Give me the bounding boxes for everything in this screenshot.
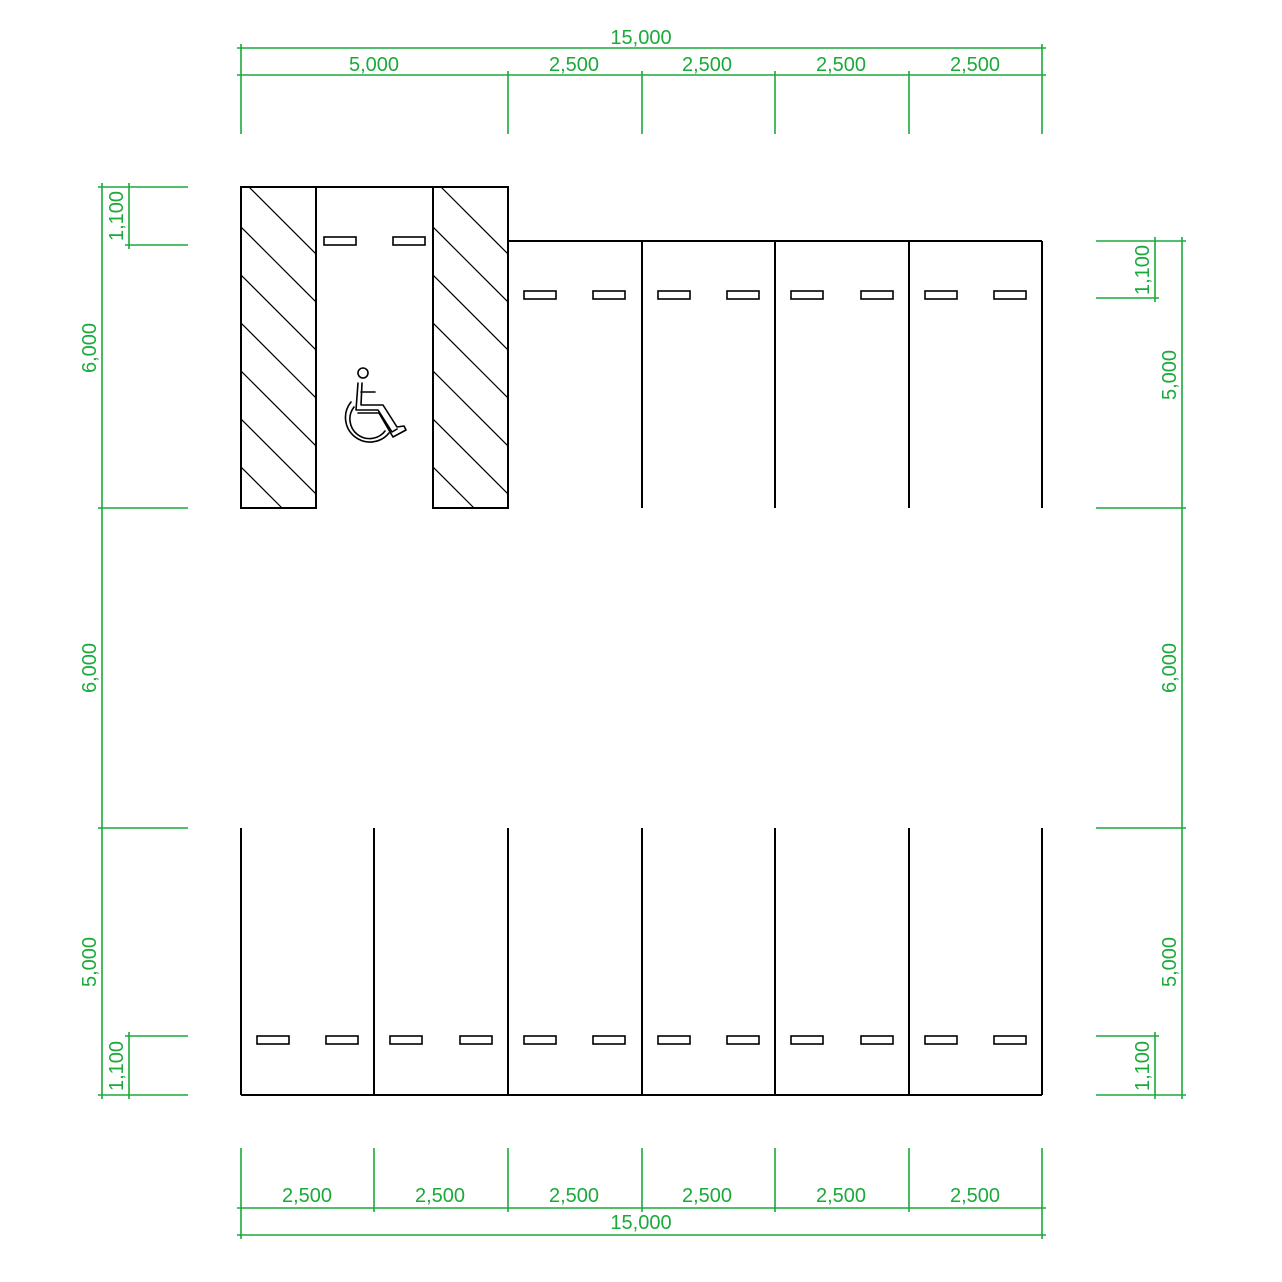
top-total-dimension: 15,000 <box>610 27 671 49</box>
top-regular-stalls <box>508 240 1043 508</box>
top-dimension-4: 2,500 <box>816 54 866 76</box>
hatched-aisle-left <box>240 186 317 509</box>
left-dimension-1: 1,100 <box>106 191 128 241</box>
wheel-stops-bottom <box>256 1035 1027 1045</box>
hatched-aisle-right <box>432 186 509 509</box>
right-dimension-3: 6,000 <box>1159 643 1181 693</box>
bottom-parking-row <box>240 828 1043 1096</box>
bottom-dimension-2: 2,500 <box>415 1185 465 1207</box>
wheel-stops-top <box>323 236 1027 300</box>
left-dimension-3: 6,000 <box>79 643 101 693</box>
top-dimension-2: 2,500 <box>549 54 599 76</box>
right-dimensions: 1,100 5,000 6,000 5,000 1,100 <box>1096 237 1186 1099</box>
bottom-dimensions: 2,500 2,500 2,500 2,500 2,500 2,500 15,0… <box>237 1148 1046 1239</box>
bottom-total-dimension: 15,000 <box>610 1212 671 1234</box>
bottom-dimension-6: 2,500 <box>950 1185 1000 1207</box>
right-dimension-2: 5,000 <box>1159 350 1181 400</box>
top-dimensions: 15,000 5,000 2,500 2,500 2,500 2,500 <box>237 27 1046 134</box>
top-dimension-5: 2,500 <box>950 54 1000 76</box>
bottom-dimension-4: 2,500 <box>682 1185 732 1207</box>
right-dimension-5: 1,100 <box>1132 1041 1154 1091</box>
left-dimension-4: 5,000 <box>79 937 101 987</box>
top-parking-row <box>240 186 1043 509</box>
top-dimension-1: 5,000 <box>349 54 399 76</box>
left-dimensions: 1,100 6,000 6,000 5,000 1,100 <box>79 183 188 1099</box>
wheelchair-icon <box>344 367 407 443</box>
right-dimension-1: 1,100 <box>1132 245 1154 295</box>
right-dimension-4: 5,000 <box>1159 937 1181 987</box>
left-dimension-2: 6,000 <box>79 323 101 373</box>
bottom-dimension-1: 2,500 <box>282 1185 332 1207</box>
bottom-dimension-5: 2,500 <box>816 1185 866 1207</box>
top-dimension-3: 2,500 <box>682 54 732 76</box>
bottom-dimension-3: 2,500 <box>549 1185 599 1207</box>
left-dimension-5: 1,100 <box>106 1041 128 1091</box>
